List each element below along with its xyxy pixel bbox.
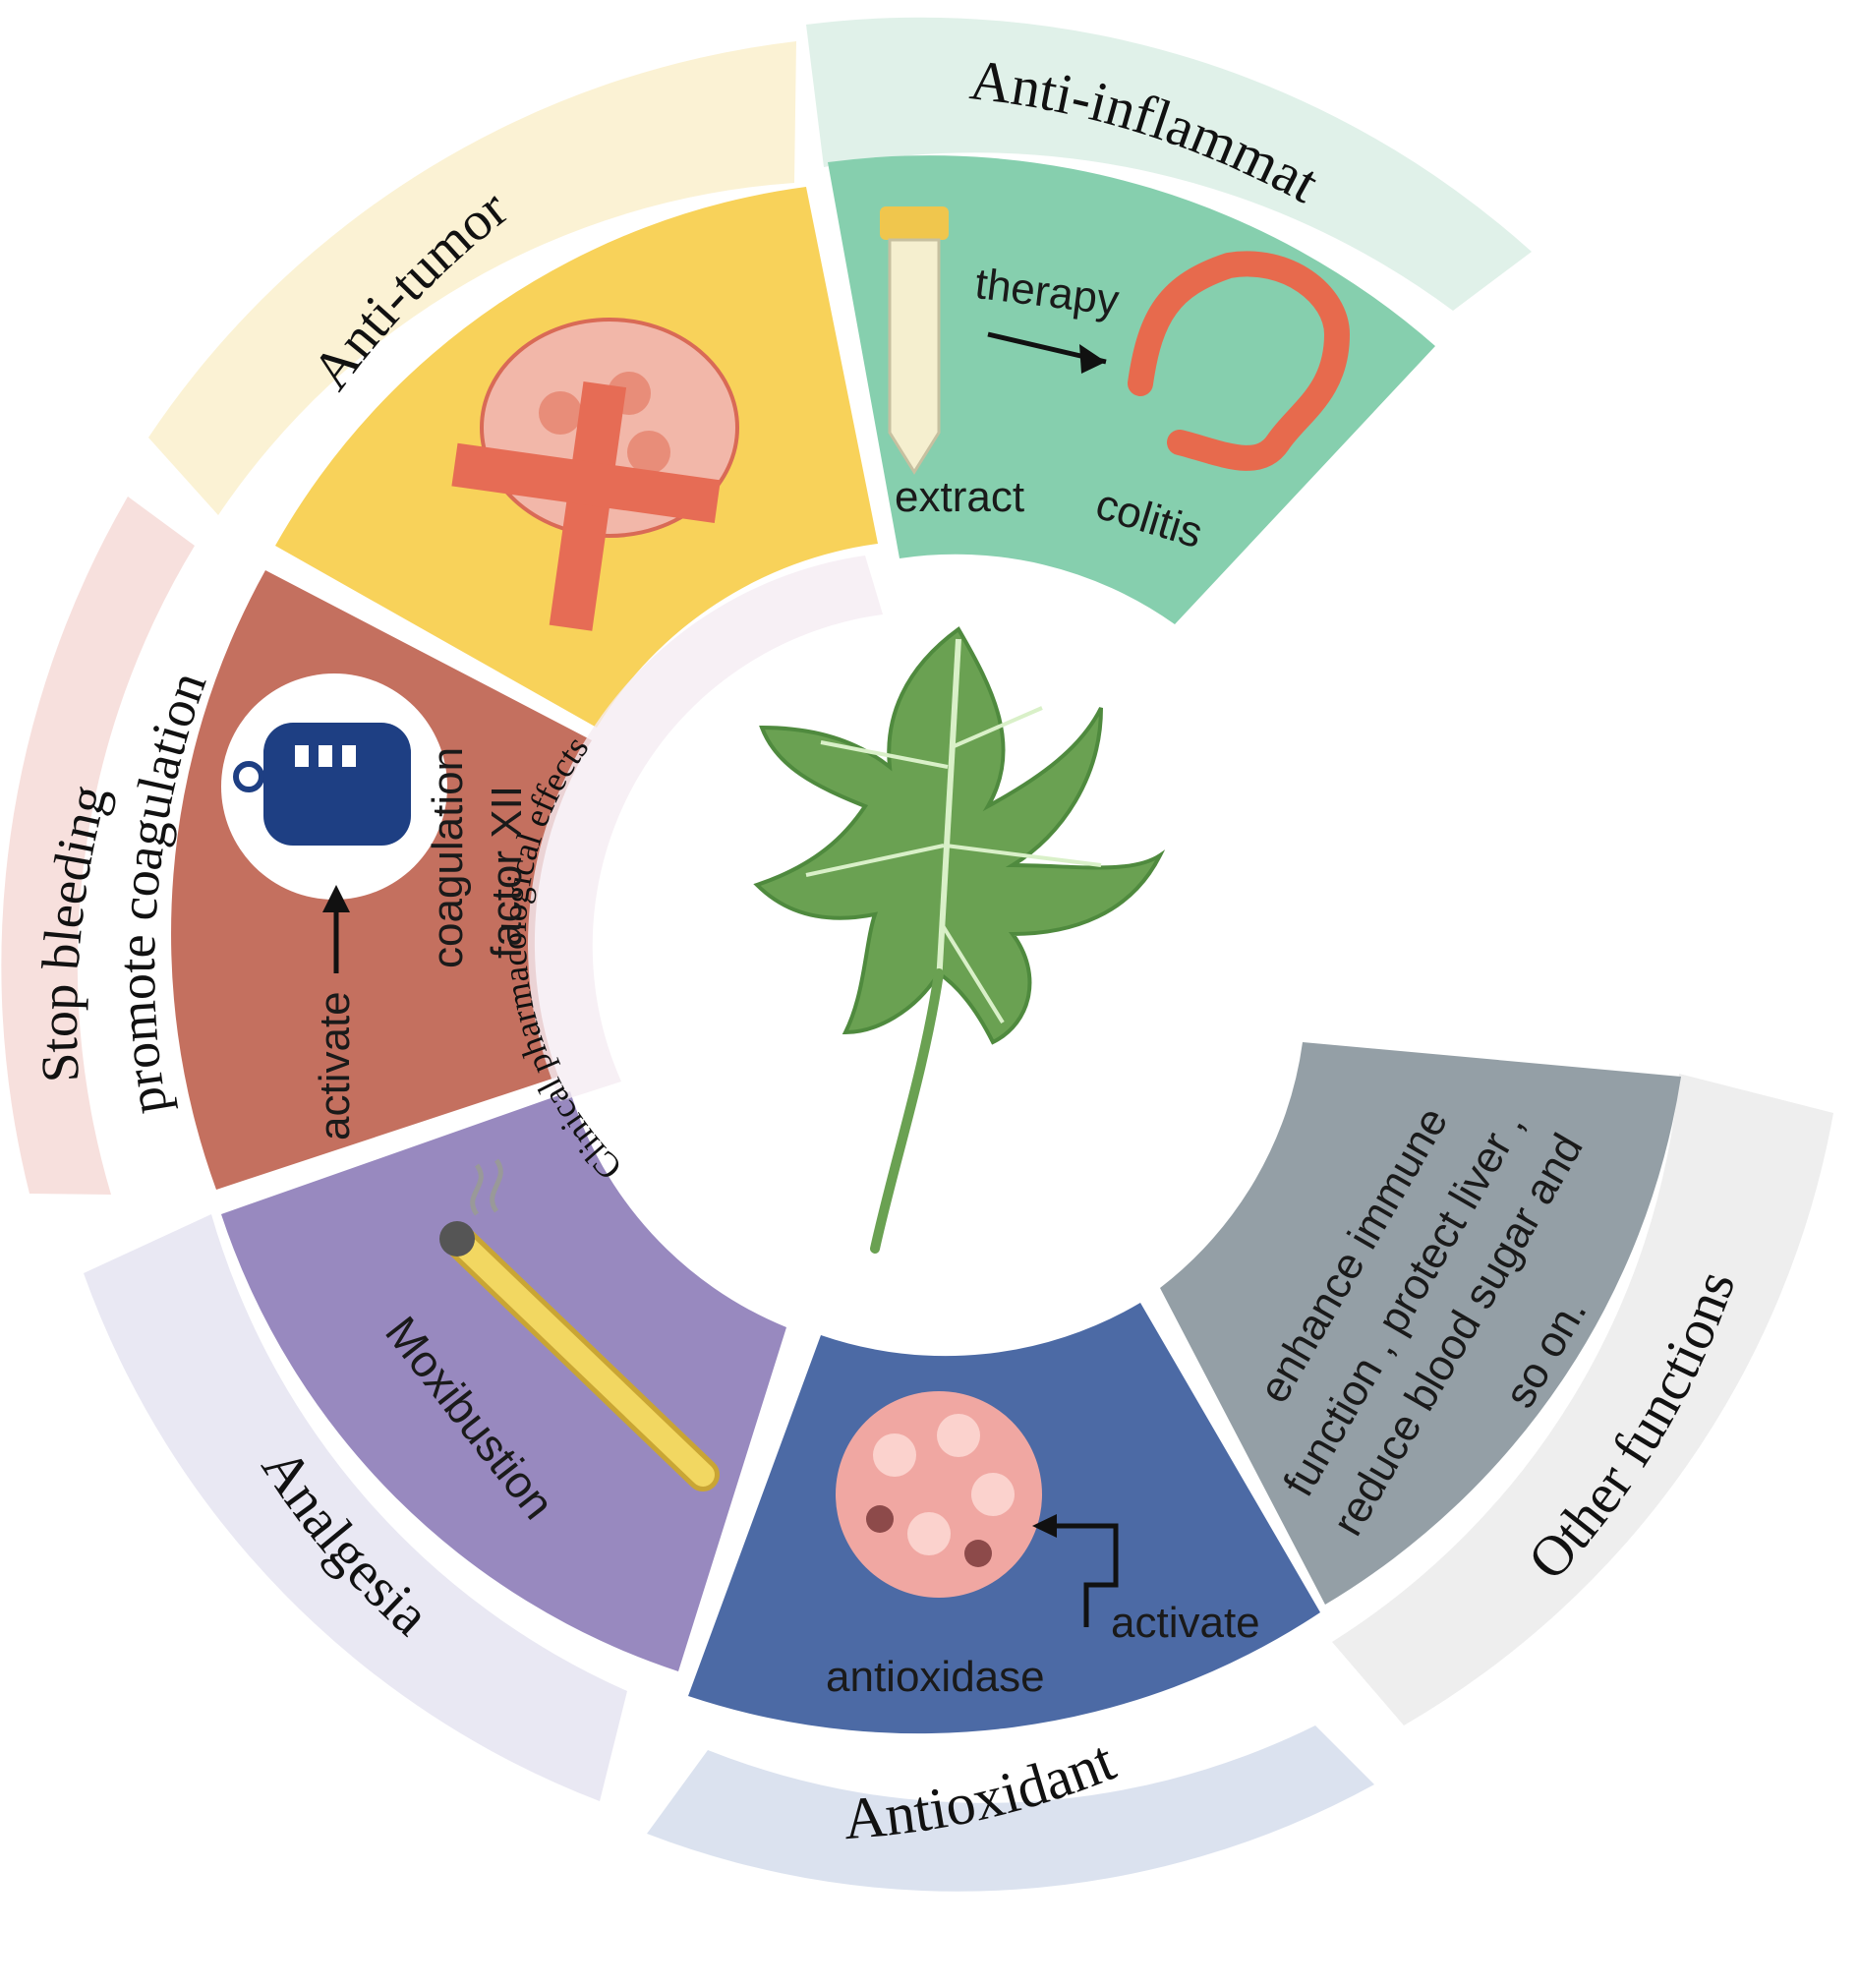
- antioxidant-activate-arrow: [1047, 1523, 1119, 1627]
- colon-icon: [1128, 251, 1351, 471]
- blood-bag-icon: [263, 723, 411, 846]
- antioxidant-activate-label: activate: [1111, 1599, 1260, 1647]
- anti-inflammation-icon-group: [880, 206, 1351, 475]
- anti-tumor-icon-group: [451, 318, 739, 631]
- cross-mark-vertical: [549, 381, 627, 631]
- antioxidase-label: antioxidase: [826, 1653, 1045, 1701]
- antioxidant-outer-band: [647, 1725, 1374, 1892]
- coagulation-label: coagulation: [424, 747, 472, 968]
- stop-bleeding-icon-group: [221, 673, 447, 973]
- extract-label: extract: [895, 473, 1024, 521]
- stop-bleeding-outer-band: [1, 497, 196, 1195]
- enzyme-cluster-icon: [836, 1391, 1042, 1598]
- analgesia-outer-band: [84, 1214, 627, 1801]
- mugwort-leaf-icon: [753, 626, 1166, 1254]
- factor-xii-label: factor XII: [483, 786, 531, 959]
- test-tube-icon: [880, 206, 949, 475]
- other-outer-band: [1332, 1074, 1833, 1725]
- other-inner-band: [1160, 1042, 1681, 1605]
- inner-ring: [171, 155, 1681, 1734]
- analgesia-inner-band: [221, 1091, 786, 1671]
- anti-inflammation-outer-band: [806, 17, 1532, 312]
- cross-mark-horizontal: [451, 442, 721, 523]
- center-label-band: [528, 555, 883, 1101]
- outer-ring: [1, 17, 1833, 1892]
- moxa-stick-icon: [439, 1158, 720, 1491]
- stop-bleeding-activate-label: activate: [311, 991, 359, 1140]
- anti-tumor-outer-band: [148, 41, 796, 515]
